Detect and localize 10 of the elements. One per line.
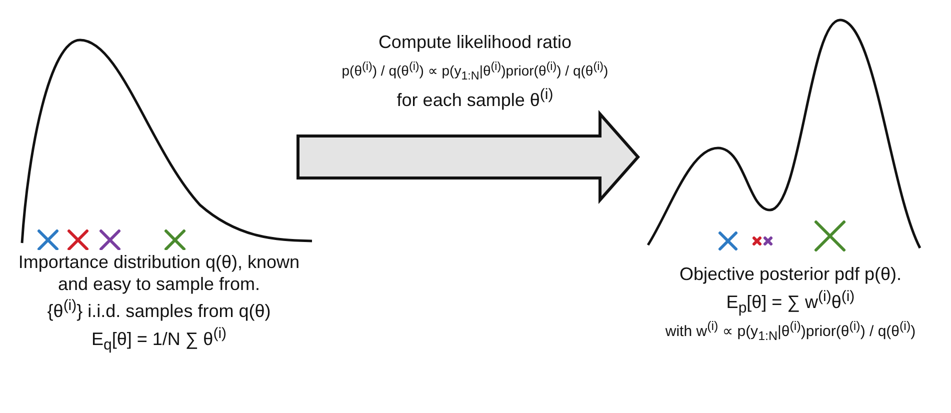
caption-text: Importance distribution q(θ), known and easy to sample from. bbox=[17, 252, 301, 296]
formula-text: p(θ$^{(i)}$) / q(θ$^{(i)}$) ∝ p(y$_{1:N}$|θ$^{(i)}$)prior(θ$^{(i)}$) / q(θ$^{(i)}$) bbox=[340, 60, 610, 82]
label-text: Compute likelihood ratio bbox=[377, 32, 573, 53]
caption-text: Objective posterior pdf p(θ). bbox=[679, 264, 902, 286]
block-arrow bbox=[296, 110, 640, 204]
edge-label: for each sample θ$^{(i)}$ bbox=[396, 86, 554, 111]
formula-text: E$_{p}$[θ] = ∑ w$^{(i)}$θ$^{(i)}$ bbox=[726, 288, 855, 318]
formula-text: {θ$^{(i)}$} i.i.d. samples from q(θ) bbox=[47, 297, 271, 323]
formula-text: with w$^{(i)}$ ∝ p(y$_{1:N}$|θ$^{(i)}$)prior(θ$^{(i)}$) / q(θ$^{(i)}$) bbox=[665, 319, 916, 344]
formula-text: E$_{q}$[θ] = 1/N ∑ θ$^{(i)}$ bbox=[91, 324, 227, 354]
